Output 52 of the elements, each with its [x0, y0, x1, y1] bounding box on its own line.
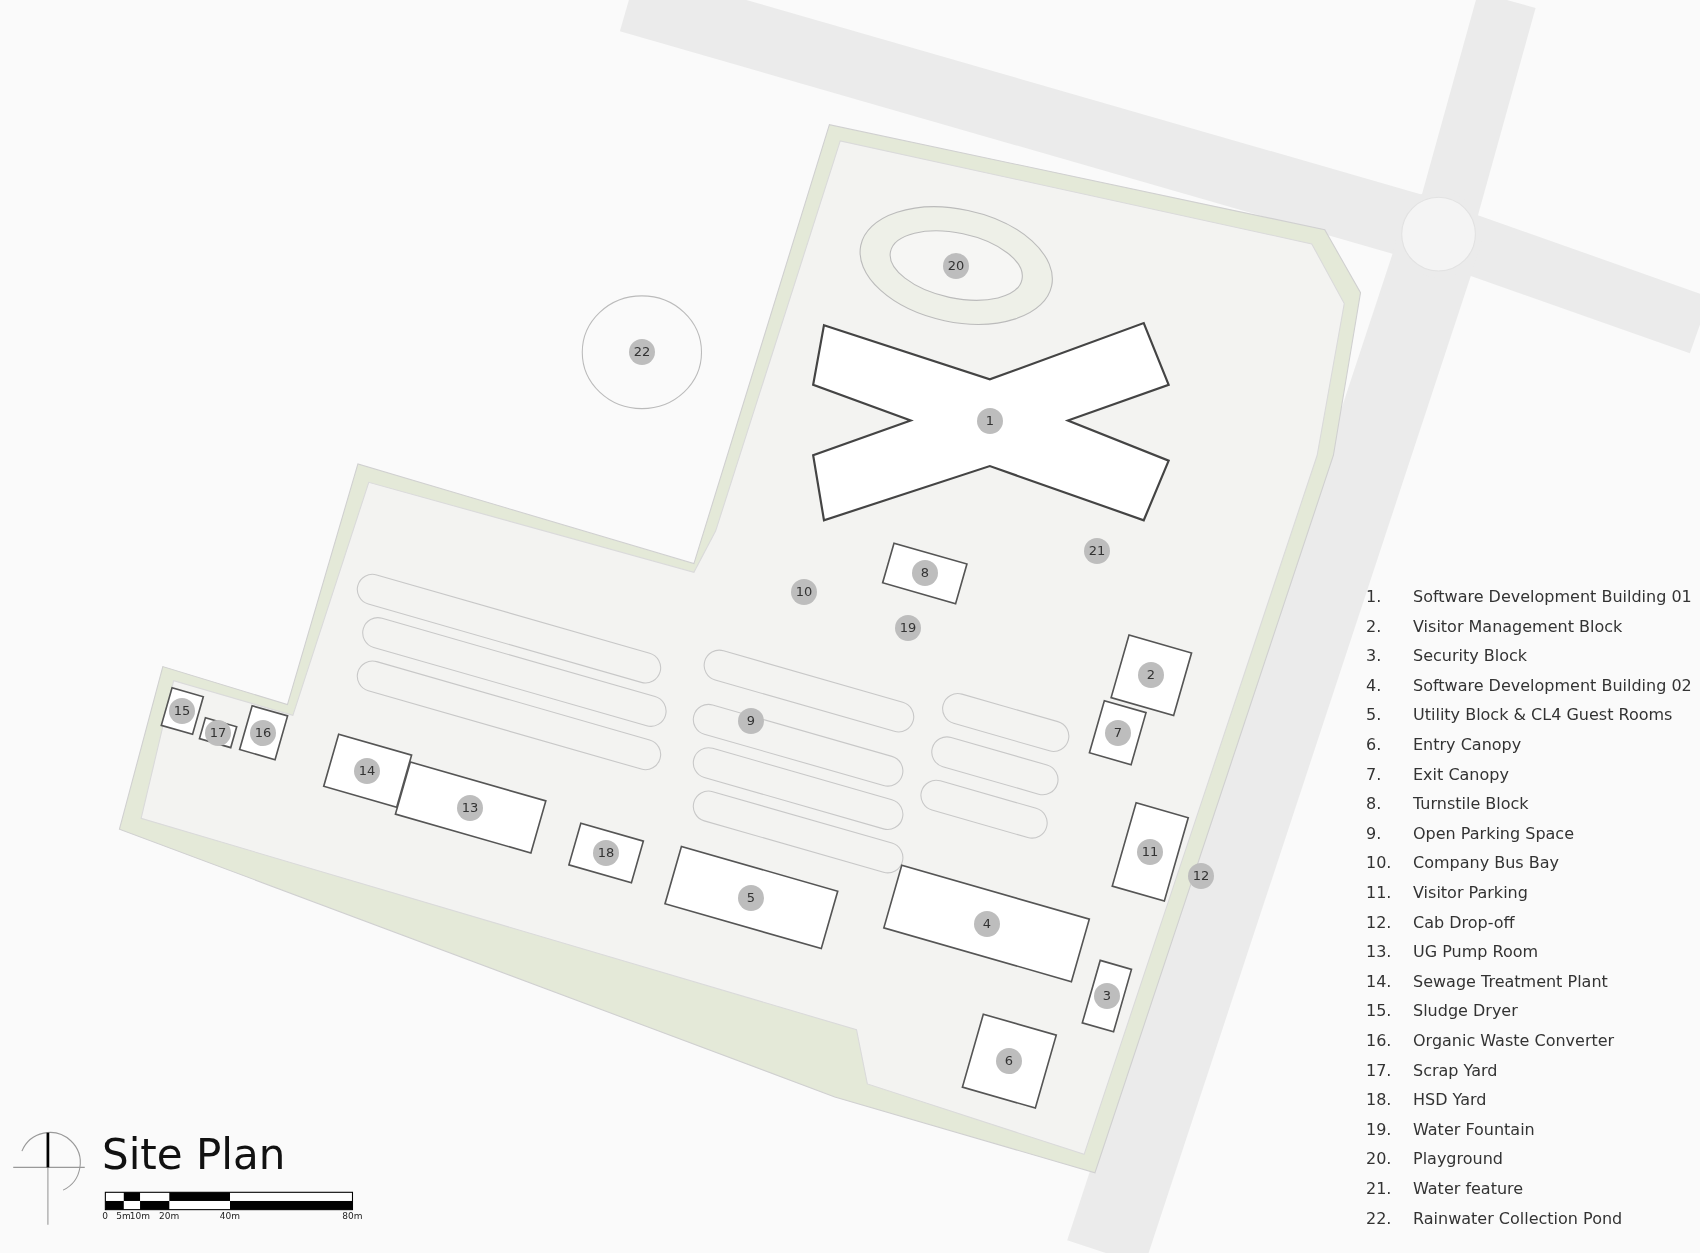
scale-label: 40m — [219, 1211, 240, 1222]
legend-entry: Sewage Treatment Plant — [1413, 971, 1608, 991]
list-number: 22. — [1366, 1208, 1392, 1228]
legend-entry: Water Fountain — [1413, 1119, 1535, 1139]
list-number: 18. — [1366, 1090, 1392, 1110]
scale-label: 10m — [129, 1211, 150, 1222]
list-number: 14. — [1366, 971, 1392, 991]
legend-entry: Playground — [1413, 1149, 1503, 1169]
list-number: 19. — [1366, 1119, 1392, 1139]
legend-entry: Software Development Building 01 — [1413, 587, 1692, 606]
callout-number: 22 — [629, 339, 655, 365]
legend-entry: Cab Drop-off — [1413, 912, 1515, 932]
title: Site Plan — [102, 1130, 286, 1179]
list-number: 1. — [1366, 587, 1382, 606]
list-number: 10. — [1366, 853, 1392, 873]
scale-label: 80m — [342, 1211, 363, 1222]
list-number: 21. — [1366, 1179, 1392, 1198]
legend-entry: Scrap Yard — [1413, 1060, 1498, 1080]
scale-label: 5m — [116, 1211, 131, 1222]
list-number: 16. — [1366, 1031, 1392, 1050]
list-number: 9. — [1366, 823, 1382, 843]
list-number: 8. — [1366, 794, 1382, 814]
scale-label: 0 — [102, 1211, 108, 1222]
list-number: 2. — [1366, 616, 1382, 636]
list-number: 5. — [1366, 705, 1382, 725]
legend-entry: Water feature — [1413, 1179, 1524, 1198]
legend-entry: Visitor Management Block — [1413, 616, 1623, 636]
list-number: 17. — [1366, 1060, 1392, 1080]
scale-label: 20m — [159, 1211, 180, 1222]
legend-entry: Visitor Parking — [1413, 883, 1528, 902]
list-number: 13. — [1366, 942, 1392, 962]
legend-entry: Utility Block & CL4 Guest Rooms — [1413, 705, 1673, 725]
list-number: 12. — [1366, 912, 1392, 932]
legend-entry: Software Development Building 02 — [1413, 675, 1692, 695]
legend-entry: Organic Waste Converter — [1413, 1031, 1615, 1050]
legend-entry: HSD Yard — [1413, 1090, 1487, 1110]
list-number: 6. — [1366, 735, 1382, 754]
list-number: 3. — [1366, 646, 1382, 666]
list-number: 7. — [1366, 764, 1382, 784]
legend-entry: Sludge Dryer — [1413, 1001, 1518, 1021]
legend-entry: Open Parking Space — [1413, 823, 1574, 843]
list-number: 15. — [1366, 1001, 1392, 1021]
legend-entry: Security Block — [1413, 646, 1528, 666]
legend-entry: Turnstile Block — [1413, 794, 1529, 814]
legend-entry: Company Bus Bay — [1413, 853, 1559, 873]
list-number: 11. — [1366, 883, 1392, 902]
list-number: 20. — [1366, 1149, 1392, 1169]
legend-entry: Entry Canopy — [1413, 735, 1522, 754]
list-number: 4. — [1366, 675, 1382, 695]
legend-entry: Exit Canopy — [1413, 764, 1509, 784]
legend-entry: Rainwater Collection Pond — [1413, 1208, 1623, 1228]
legend-entry: UG Pump Room — [1413, 942, 1539, 962]
